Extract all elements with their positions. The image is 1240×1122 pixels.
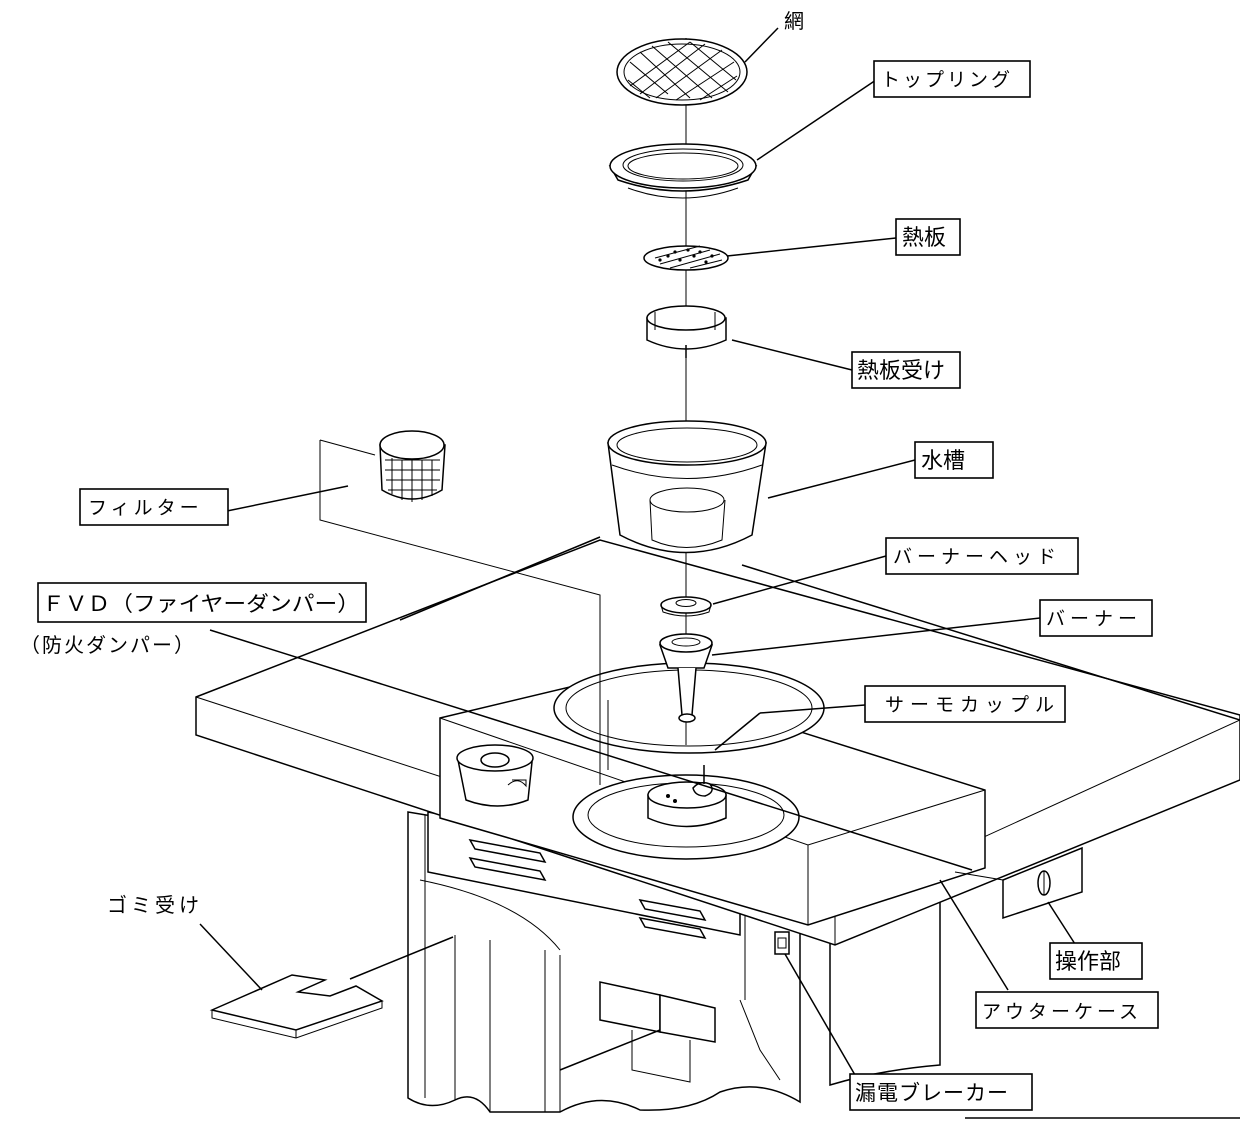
label-filter: フィルター (88, 497, 203, 519)
callout-earth-leakage-breaker: 漏電ブレーカー (849, 1073, 1033, 1111)
water-tank-part (607, 420, 767, 554)
callout-heat-plate: 熱板 (895, 218, 961, 256)
label-fvd: ＦＶＤ（ファイヤーダンパー） (42, 592, 360, 616)
callout-burner-head: バーナーヘッド (885, 537, 1079, 575)
callout-filter: フィルター (79, 488, 229, 526)
callout-heat-plate-holder: 熱板受け (851, 351, 961, 389)
label-heat-plate-holder: 熱板受け (857, 359, 945, 384)
label-earth-leakage-breaker: 漏電ブレーカー (855, 1081, 1009, 1105)
burner-head-part (660, 596, 712, 617)
label-dust-tray: ゴミ受け (107, 893, 203, 917)
callout-control-unit: 操作部 (1049, 942, 1143, 980)
burner-part (658, 633, 714, 723)
filter-part (379, 430, 446, 502)
label-net: 網 (784, 9, 804, 33)
label-top-ring: トップリング (881, 69, 1013, 91)
label-burner: バーナー (1046, 608, 1142, 630)
label-heat-plate: 熱板 (902, 226, 946, 251)
net-part (616, 38, 748, 106)
callout-water-tank: 水槽 (914, 441, 994, 479)
callout-outer-case: アウターケース (975, 991, 1159, 1029)
top-ring-part (608, 143, 758, 199)
label-fvd-sub: （防火ダンパー） (20, 633, 196, 657)
callout-top-ring: トップリング (873, 60, 1031, 98)
label-control-unit: 操作部 (1055, 950, 1121, 975)
callout-burner: バーナー (1039, 599, 1153, 637)
callout-thermocouple: サーモカップル (864, 685, 1066, 723)
heat-plate-part (643, 245, 729, 271)
callout-fvd: ＦＶＤ（ファイヤーダンパー） (37, 582, 367, 623)
label-burner-head: バーナーヘッド (893, 546, 1061, 568)
leader-lines (199, 27, 1240, 1119)
dust-tray-part (209, 974, 384, 1039)
label-water-tank: 水槽 (921, 449, 965, 474)
heat-plate-holder-part (646, 305, 727, 358)
label-outer-case: アウターケース (982, 1001, 1142, 1023)
table-body (195, 439, 1240, 1113)
label-thermocouple: サーモカップル (885, 694, 1060, 716)
